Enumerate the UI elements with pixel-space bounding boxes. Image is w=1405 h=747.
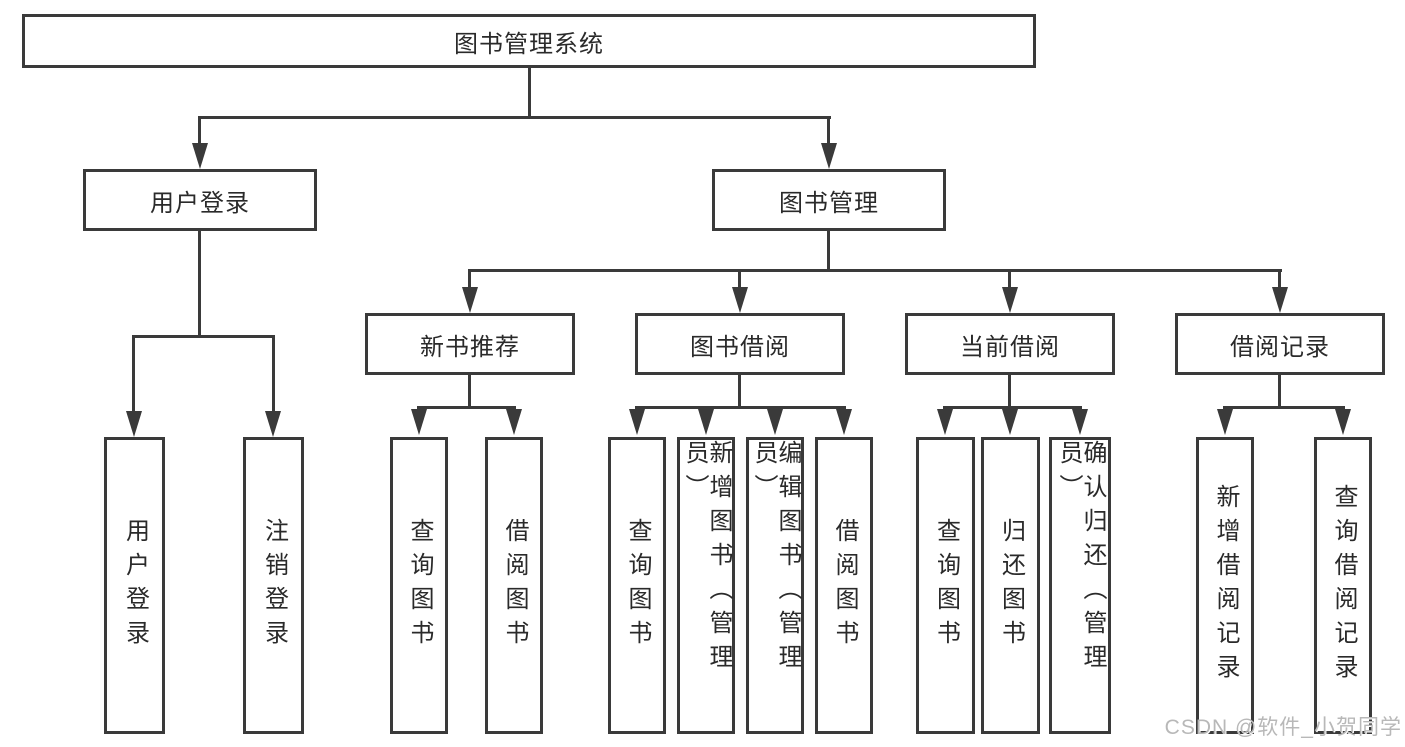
leaf-user-login: 用户登录 — [104, 437, 165, 734]
arrow-down-icon — [1002, 409, 1018, 435]
leaf-label: 新增图书（管理员） — [681, 440, 732, 678]
node-user-login: 用户登录 — [83, 169, 317, 231]
connector-line — [272, 335, 275, 412]
arrow-down-icon — [192, 143, 208, 169]
connector-line — [468, 375, 471, 409]
leaf-return-book: 归还图书 — [981, 437, 1040, 734]
connector-line — [1008, 269, 1011, 289]
leaf-label: 借阅图书 — [501, 517, 528, 654]
connector-line — [1278, 375, 1281, 409]
arrow-down-icon — [506, 409, 522, 435]
leaf-label: 注销登录 — [260, 517, 288, 654]
connector-line — [943, 406, 1082, 409]
leaf-label: 查询借阅记录 — [1330, 483, 1357, 688]
arrow-down-icon — [836, 409, 852, 435]
connector-line — [468, 269, 471, 289]
leaf-query-books-recommend: 查询图书 — [390, 437, 448, 734]
arrow-down-icon — [462, 287, 478, 313]
arrow-down-icon — [1072, 409, 1088, 435]
connector-line — [1008, 375, 1011, 409]
node-current-borrow: 当前借阅 — [905, 313, 1115, 375]
connector-line — [1278, 269, 1281, 289]
leaf-label: 用户登录 — [121, 517, 149, 654]
node-book-borrow: 图书借阅 — [635, 313, 845, 375]
leaf-query-borrow-record: 查询借阅记录 — [1314, 437, 1372, 734]
arrow-down-icon — [821, 143, 837, 169]
arrow-down-icon — [698, 409, 714, 435]
arrow-down-icon — [1002, 287, 1018, 313]
leaf-edit-book-admin: 编辑图书（管理员） — [746, 437, 804, 734]
arrow-down-icon — [1272, 287, 1288, 313]
watermark: CSDN @软件_小贺同学 — [1164, 716, 1402, 739]
connector-line — [468, 269, 1282, 272]
arrow-down-icon — [732, 287, 748, 313]
arrow-down-icon — [265, 411, 281, 437]
connector-line — [635, 406, 846, 409]
connector-line — [132, 335, 275, 338]
connector-line — [198, 231, 201, 337]
leaf-query-books-current: 查询图书 — [916, 437, 975, 734]
leaf-borrow-books-recommend: 借阅图书 — [485, 437, 543, 734]
leaf-add-borrow-record: 新增借阅记录 — [1196, 437, 1254, 734]
connector-line — [528, 68, 531, 117]
leaf-label: 查询图书 — [932, 517, 960, 654]
arrow-down-icon — [1217, 409, 1233, 435]
leaf-label: 查询图书 — [406, 517, 433, 654]
connector-line — [1223, 406, 1345, 409]
arrow-down-icon — [411, 409, 427, 435]
leaf-label: 借阅图书 — [831, 517, 858, 654]
node-book-management: 图书管理 — [712, 169, 946, 231]
leaf-confirm-return-admin: 确认归还（管理员） — [1049, 437, 1111, 734]
connector-line — [738, 269, 741, 289]
arrow-down-icon — [629, 409, 645, 435]
arrow-down-icon — [767, 409, 783, 435]
leaf-label: 编辑图书（管理员） — [750, 440, 801, 678]
connector-line — [198, 116, 831, 119]
connector-line — [738, 375, 741, 409]
connector-line — [132, 335, 135, 412]
leaf-add-book-admin: 新增图书（管理员） — [677, 437, 735, 734]
node-new-book-recommend: 新书推荐 — [365, 313, 575, 375]
leaf-label: 归还图书 — [997, 517, 1025, 654]
node-library-management-system: 图书管理系统 — [22, 14, 1036, 68]
leaf-label: 确认归还（管理员） — [1055, 440, 1106, 678]
leaf-label: 新增借阅记录 — [1212, 483, 1239, 688]
arrow-down-icon — [937, 409, 953, 435]
leaf-query-books-borrow: 查询图书 — [608, 437, 666, 734]
connector-line — [827, 231, 830, 272]
connector-line — [198, 116, 201, 144]
leaf-label: 查询图书 — [624, 517, 651, 654]
node-borrow-records: 借阅记录 — [1175, 313, 1385, 375]
arrow-down-icon — [1335, 409, 1351, 435]
leaf-logout: 注销登录 — [243, 437, 304, 734]
connector-line — [827, 116, 830, 144]
leaf-borrow-books: 借阅图书 — [815, 437, 873, 734]
arrow-down-icon — [126, 411, 142, 437]
connector-line — [417, 406, 516, 409]
